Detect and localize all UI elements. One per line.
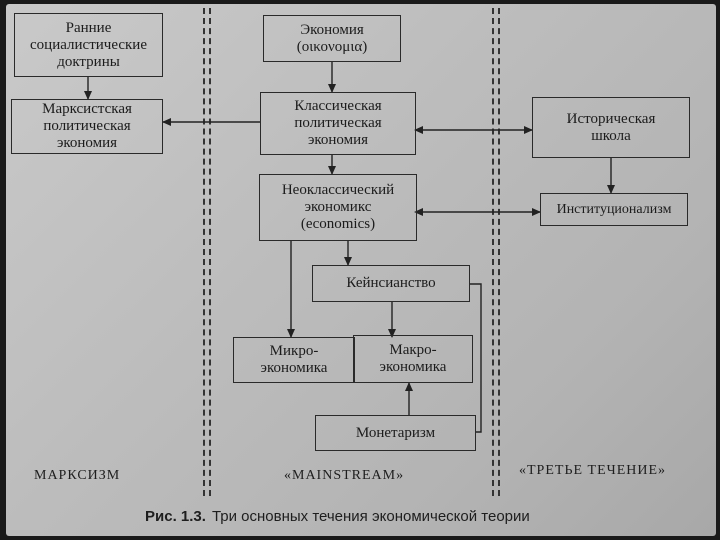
figure-caption-label: Рис. 1.3.: [145, 508, 206, 525]
box-microeconomics: Микро-экономика: [233, 337, 355, 383]
separator-left: [203, 8, 205, 496]
box-classical-political-economy: Классическая политическая экономия: [260, 92, 416, 155]
box-monetarism: Монетаризм: [315, 415, 476, 451]
box-historical-school: Историческая школа: [532, 97, 690, 158]
box-early-socialist-doctrines: Ранние социалистические доктрины: [14, 13, 163, 77]
separator-left-2: [209, 8, 211, 496]
zone-label-mainstream: «MAINSTREAM»: [284, 468, 405, 483]
zone-label-third-current: «ТРЕТЬЕ ТЕЧЕНИЕ»: [519, 463, 667, 478]
box-macroeconomics: Макро-экономика: [353, 335, 473, 383]
separator-right-2: [498, 8, 500, 496]
figure-caption-text: Три основных течения экономической теори…: [211, 508, 530, 525]
box-keynesianism: Кейнсианство: [312, 265, 470, 302]
box-economy: Экономия (οικονομια): [263, 15, 401, 62]
separator-right: [492, 8, 494, 496]
box-institutionalism: Институционализм: [540, 193, 688, 226]
box-neoclassical-economics: Неоклассический экономикс (economics): [259, 174, 417, 241]
zone-label-marxism: МАРКСИЗМ: [34, 468, 121, 483]
connector-keynesianism-monetarism: [470, 283, 482, 433]
box-marxist-political-economy: Марксистская политическая экономия: [11, 99, 163, 154]
figure-caption: Рис. 1.3. Три основных течения экономичес…: [145, 508, 615, 525]
